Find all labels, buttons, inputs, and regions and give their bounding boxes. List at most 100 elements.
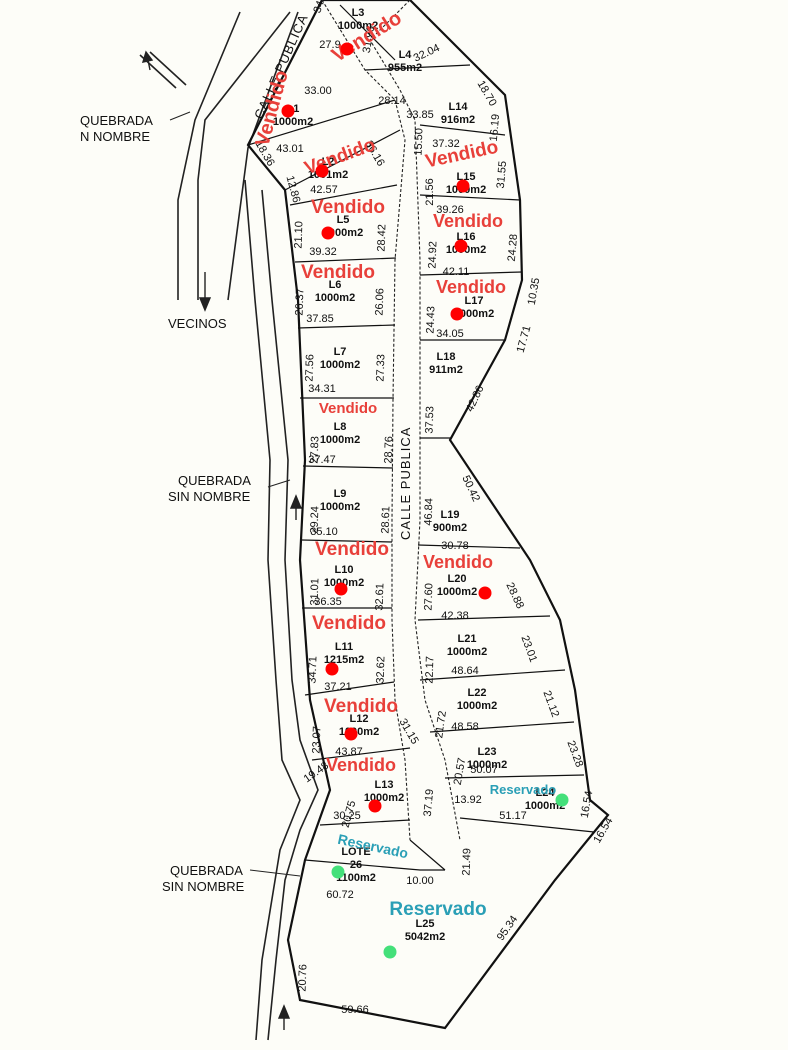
arrow-head-creek (289, 494, 303, 509)
lot-area: 1000m2 (315, 292, 355, 304)
creek-top-line-2 (149, 51, 187, 86)
sold-marker (340, 42, 354, 56)
creek-label-middle-line1: QUEBRADA (178, 473, 251, 488)
lot-id: L13 (375, 779, 394, 791)
lot-id: L14 (449, 101, 469, 113)
lot-area: 1000m2 (324, 577, 364, 589)
creek-left-outer-edge (244, 179, 301, 1041)
dimension-label: 34 (311, 0, 326, 15)
line-l8-l9 (302, 465, 394, 469)
lot-id: L2 (322, 156, 335, 168)
line-l24-l25 (459, 817, 595, 833)
lot-id: L9 (334, 488, 347, 500)
lot-id: LOTE (341, 846, 370, 858)
sold-marker (456, 179, 470, 193)
dimension-label: 59.66 (341, 1004, 369, 1016)
status-sold-label: Vendido (423, 552, 493, 572)
lot-area: 1000m2 (525, 800, 565, 812)
dimension-label: 42.38 (441, 610, 469, 622)
dimension-label: 27.83 (309, 436, 322, 464)
lot-id: L20 (448, 573, 467, 585)
lot-area: 1000m2 (320, 501, 360, 513)
dimension-label: 21.10 (293, 221, 306, 249)
dimension-label: 30.25 (333, 810, 361, 822)
street-label-center: CALLE PUBLICA (398, 427, 413, 540)
arrow-head-bottom (277, 1004, 291, 1019)
dimension-label: 51.17 (499, 810, 527, 822)
status-sold-label: Vendido (311, 197, 385, 218)
lot-area: 5042m2 (405, 931, 445, 943)
line-l13-lote (319, 819, 411, 826)
dimension-label: 48.64 (451, 665, 479, 677)
dimension-label: 26.06 (374, 288, 387, 316)
creek-label-bottom-line1: QUEBRADA (170, 863, 243, 878)
lot-id: L24 (536, 787, 556, 799)
creek-left-edge (261, 189, 319, 1041)
dimension-label: 32.61 (374, 583, 387, 611)
subdivision-boundary (246, 0, 610, 1030)
status-sold-label: Vendido (324, 696, 398, 717)
creek-top-leader (169, 111, 191, 121)
line-l2-l5 (289, 184, 398, 206)
dimension-label: 46.84 (423, 498, 436, 526)
dimension-label: 50.07 (470, 764, 498, 776)
line-lote-bottom (304, 859, 445, 871)
status-sold-label: Vendido (326, 755, 396, 775)
dimension-label: 29.24 (309, 506, 322, 534)
dimension-label: 42.57 (310, 184, 338, 196)
creek-bottom-leader (249, 869, 301, 877)
creek-label-bottom-line2: SIN NOMBRE (162, 879, 245, 894)
dimension-label: 37.32 (432, 138, 460, 150)
lot-id: L11 (335, 641, 353, 653)
dimension-label: 31.01 (309, 578, 322, 606)
sold-marker (344, 727, 358, 741)
sold-marker (334, 582, 348, 596)
lot-area: 1100m2 (336, 872, 376, 884)
dimension-label: 39.26 (436, 204, 464, 216)
dimension-label: 22.17 (424, 656, 437, 684)
dimension-label: 28.61 (380, 506, 393, 534)
dimension-label: 35.10 (310, 526, 338, 538)
dimension-label: 32.62 (375, 656, 388, 684)
status-sold-label: Vendido (312, 613, 386, 634)
lot-area: 916m2 (441, 114, 475, 126)
dimension-label: 37.47 (308, 454, 336, 466)
reserved-marker (383, 945, 397, 959)
line-l23-l24 (444, 774, 585, 779)
dimension-label: 13.92 (454, 794, 482, 806)
status-reserved-label: Reservado (490, 782, 557, 797)
lot-area: 911m2 (429, 364, 463, 376)
line-l15-l16 (419, 194, 521, 201)
lot-area: 1000m2 (320, 434, 360, 446)
status-markers (281, 42, 569, 959)
creek-label-middle-line2: SIN NOMBRE (168, 489, 251, 504)
dimension-label: 37.85 (306, 313, 334, 325)
dimension-label: 43.01 (276, 143, 304, 155)
lot-area: 1000m2 (447, 646, 487, 658)
sold-marker (321, 226, 335, 240)
external-roads (139, 11, 319, 1041)
dimension-label: 21.49 (461, 848, 474, 876)
lot-id: L8 (334, 421, 347, 433)
line-lote-25 (409, 839, 446, 871)
line-l4-top (364, 64, 471, 71)
